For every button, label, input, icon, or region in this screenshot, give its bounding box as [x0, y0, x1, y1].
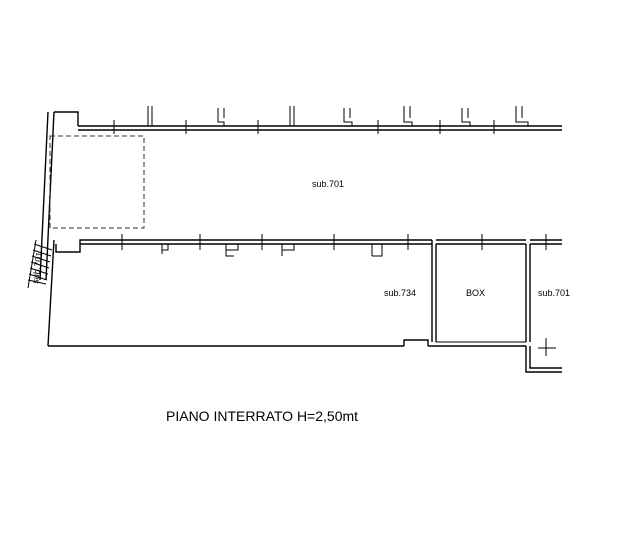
top-pilasters — [113, 106, 529, 134]
label-sub734: sub.734 — [384, 288, 416, 298]
outer-walls — [39, 111, 562, 373]
dashed-area — [49, 135, 145, 229]
middle-wall — [55, 234, 562, 257]
label-sub701-stair: sub.701 — [30, 251, 44, 284]
box-partitions — [431, 240, 556, 356]
label-sub701-main: sub.701 — [312, 179, 344, 189]
plan-title: PIANO INTERRATO H=2,50mt — [166, 408, 358, 424]
label-box: BOX — [466, 288, 485, 298]
stair — [27, 239, 53, 289]
label-sub701-right: sub.701 — [538, 288, 570, 298]
